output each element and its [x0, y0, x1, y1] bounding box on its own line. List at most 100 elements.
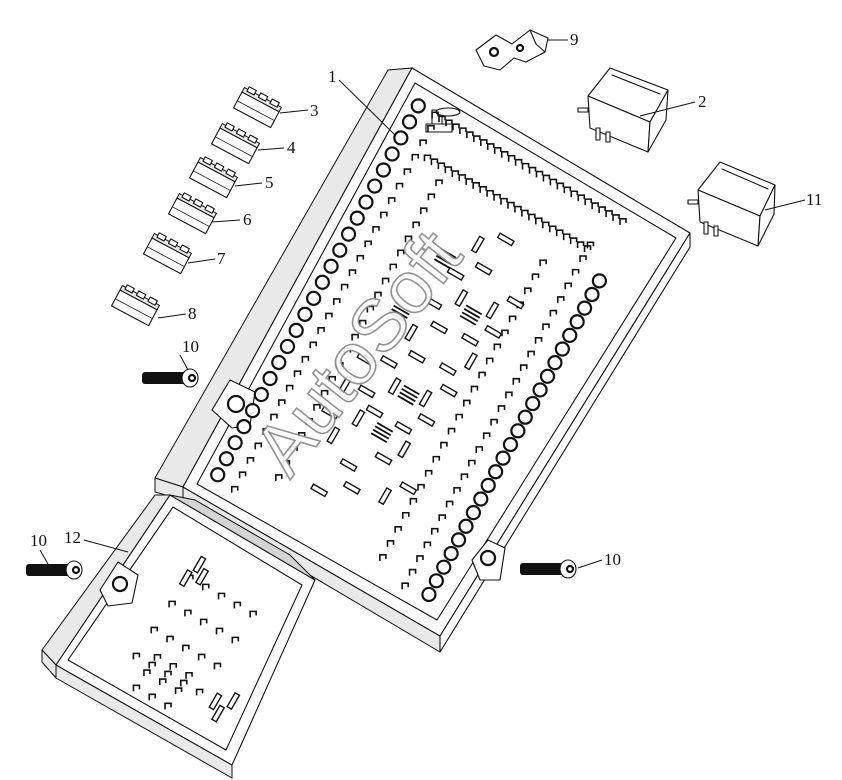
- maxi-fuse-blade: [397, 395, 414, 406]
- cover-top-rim: [67, 506, 303, 751]
- fuse-slot-opening: [429, 320, 449, 335]
- terminal-clip: [556, 182, 565, 190]
- relay-socket-hole: [450, 532, 467, 548]
- fuse-cap: [179, 244, 190, 254]
- terminal-clip: [174, 687, 183, 695]
- mini-fuses: [110, 86, 283, 327]
- mini-fuse-6: [167, 192, 218, 235]
- terminal-clip: [579, 255, 587, 262]
- fuse-slot: [506, 295, 525, 310]
- terminal-clip: [132, 684, 141, 692]
- relay-socket-hole: [236, 419, 252, 435]
- fuse-slot-opening: [310, 483, 329, 498]
- fuse-cap: [167, 238, 179, 248]
- cover-slot-opening: [178, 568, 193, 588]
- cover-slot: [192, 555, 207, 574]
- terminal-clip: [508, 315, 517, 323]
- mount-ear-right: [471, 539, 506, 581]
- mini-fuse-4: [210, 122, 261, 165]
- fuse-cap: [135, 290, 147, 300]
- terminal-clip: [430, 158, 439, 166]
- terminal-clip: [164, 670, 172, 678]
- terminal-clip: [612, 214, 620, 221]
- relay-socket-hole: [393, 130, 409, 146]
- fuse-slot-opening: [454, 288, 469, 308]
- relay-socket-hole: [367, 178, 383, 194]
- terminal-clip: [539, 259, 547, 267]
- terminal-clip: [598, 206, 606, 214]
- fuse-slot-opening: [446, 266, 465, 282]
- terminal-clip: [185, 671, 193, 679]
- terminal-clip: [486, 143, 495, 150]
- terminal-clip: [493, 343, 502, 351]
- fuse-cap: [246, 86, 257, 96]
- fuse-cap: [213, 162, 225, 172]
- fuse-slot: [404, 323, 419, 342]
- terminal-clip: [366, 305, 375, 313]
- terminal-clip: [493, 147, 502, 154]
- terminal-clip: [233, 601, 242, 609]
- maxi-fuse-slot: [459, 304, 483, 326]
- relay-socket-hole: [576, 300, 593, 316]
- fuse-slot-opening: [485, 301, 500, 320]
- terminal-clip: [374, 291, 382, 299]
- terminal-clip: [148, 693, 157, 701]
- relay-socket-hole: [297, 306, 313, 322]
- cover-cavities: [132, 555, 257, 723]
- terminal-clip: [184, 609, 192, 617]
- terminal-clip: [548, 225, 557, 233]
- terminal-clip: [571, 268, 580, 276]
- terminal-clip: [528, 213, 536, 221]
- terminal-clip: [230, 485, 239, 493]
- terminal-clip: [497, 405, 506, 412]
- maxi-fuse-blade: [391, 308, 408, 319]
- terminal-clip: [563, 186, 572, 194]
- terminal-clip: [285, 384, 294, 392]
- terminal-clip: [619, 218, 627, 225]
- fuse-slot: [463, 352, 479, 371]
- fuse-slot: [439, 383, 458, 398]
- fuse-slot-opening: [438, 361, 457, 377]
- mini-fuse-8: [110, 284, 161, 327]
- callout-1: 1: [328, 67, 337, 86]
- maxi-fuse-blade: [459, 314, 477, 326]
- relay-socket-hole: [569, 314, 585, 330]
- fuse-slot-opening: [394, 420, 413, 435]
- relay-socket-hole: [218, 451, 235, 467]
- mini-fuse-7: [142, 232, 193, 275]
- terminal-clip: [290, 446, 298, 453]
- maxi-fuse-blade: [393, 304, 410, 316]
- fuse-slot: [339, 457, 358, 473]
- fuse-slot: [351, 408, 366, 428]
- relay-socket-hole: [495, 450, 511, 466]
- fuse-slot-opening: [407, 349, 426, 364]
- terminal-clip: [437, 162, 446, 170]
- relay-socket-hole: [458, 518, 474, 534]
- terminal-clip: [419, 207, 428, 215]
- fuse-slot: [338, 375, 353, 394]
- relay-2: [577, 67, 669, 153]
- fuse-slot: [417, 412, 436, 428]
- terminal-clip: [521, 209, 529, 217]
- terminal-clip: [416, 555, 424, 562]
- cover-slot-opening: [194, 567, 210, 586]
- relay-socket-hole: [436, 559, 452, 575]
- terminal-clip: [514, 158, 523, 166]
- terminal-clip: [472, 182, 480, 189]
- terminal-clip: [500, 197, 508, 205]
- terminal-clip: [447, 427, 456, 435]
- terminal-clip: [460, 473, 469, 481]
- terminal-clip: [465, 178, 474, 185]
- fuse-slot-opening: [357, 384, 376, 399]
- relay-socket-hole: [227, 435, 243, 451]
- terminal-clip: [549, 309, 558, 317]
- clip-9: [475, 29, 549, 71]
- terminal-clip: [475, 446, 484, 453]
- terminal-clip: [213, 662, 222, 670]
- terminal-clip: [215, 627, 224, 635]
- relay-socket-hole: [562, 327, 578, 343]
- fuse-slot: [429, 320, 449, 335]
- callout-11: 11: [806, 190, 822, 209]
